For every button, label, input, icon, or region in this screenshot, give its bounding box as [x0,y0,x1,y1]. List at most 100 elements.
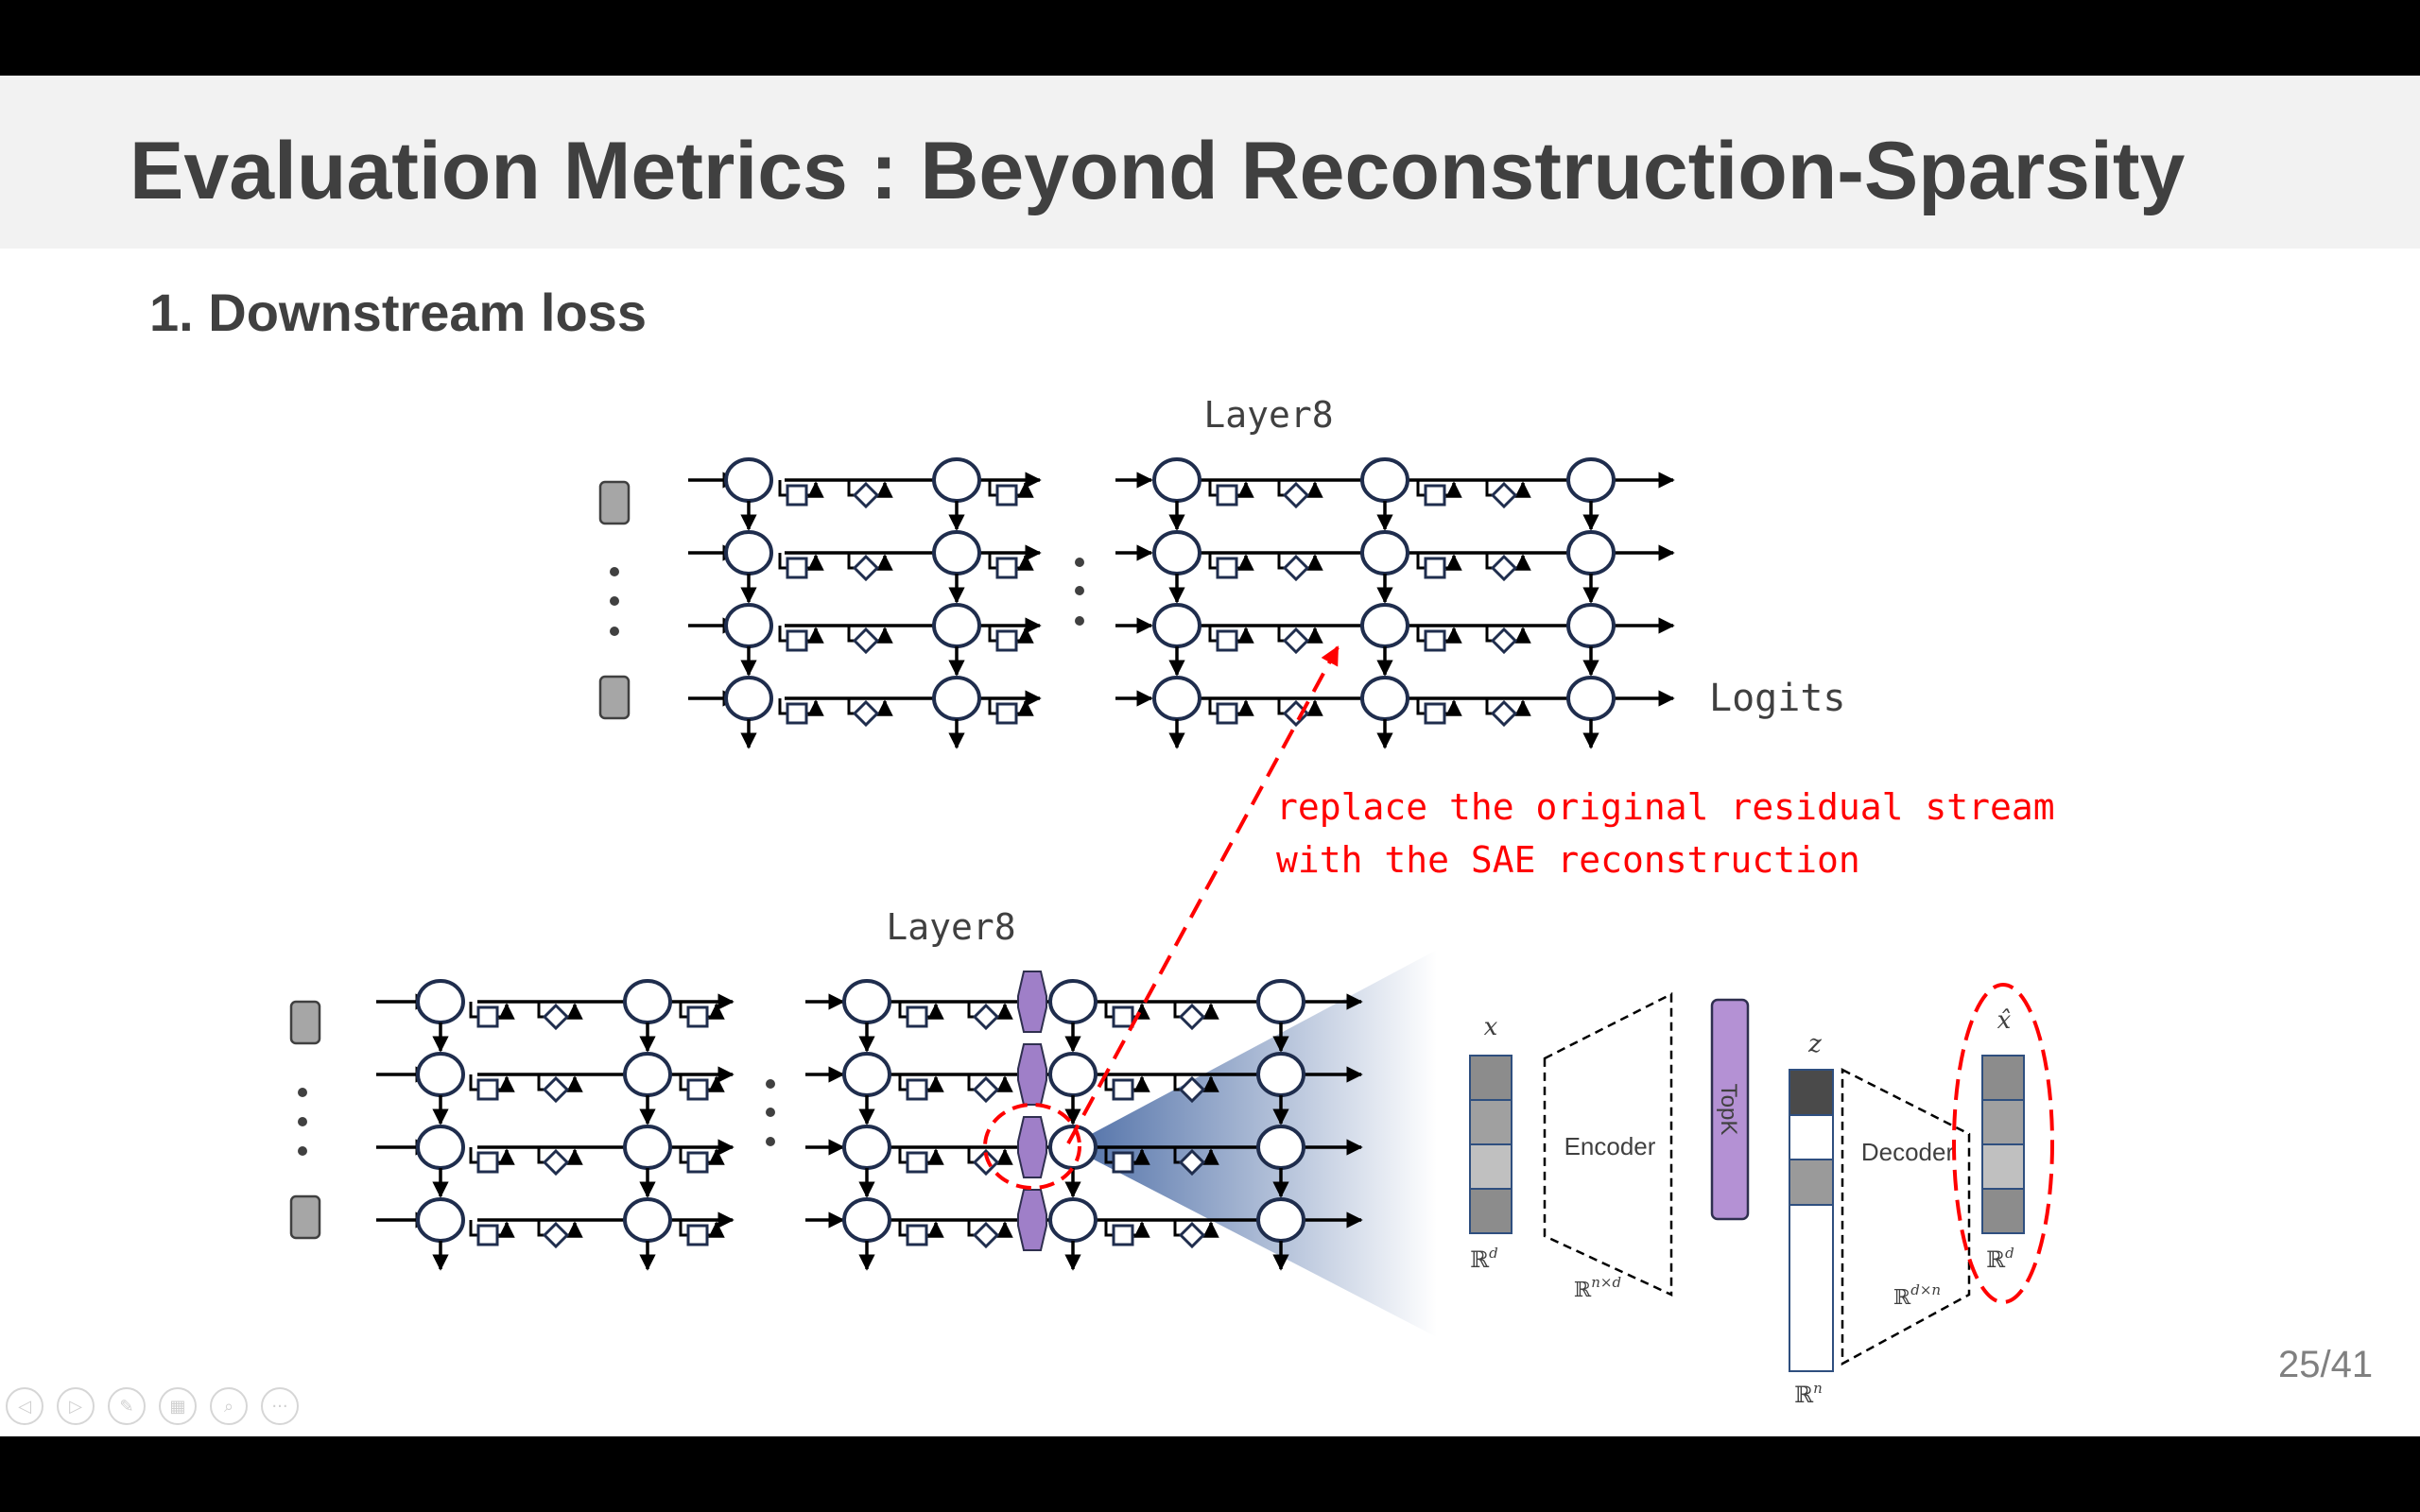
mlp-block [786,629,808,652]
mlp-block [686,1005,709,1028]
attention-block [852,627,880,655]
residual-node [932,530,981,576]
section-heading: 1. Downstream loss [149,283,647,342]
token-embedding [598,480,631,525]
residual-node [1566,603,1616,648]
token-embedding [289,1194,321,1240]
pen-icon[interactable]: ✎ [108,1387,146,1425]
decoder-label: Decoder [1861,1138,1955,1166]
ellipsis-dot [298,1117,307,1126]
residual-node [842,1125,891,1170]
mlp-block [786,702,808,725]
residual-node [1360,457,1409,503]
attention-block [542,1148,570,1177]
mlp-block [906,1224,928,1246]
top-layer-label: Layer8 [1203,394,1333,436]
slides-grid-icon[interactable]: ▦ [159,1387,197,1425]
attention-block [1178,1148,1206,1177]
attention-block [1282,554,1310,582]
residual-node [1256,979,1305,1024]
mlp-block [476,1224,499,1246]
mlp-block [786,484,808,507]
residual-node [724,457,773,503]
attention-block [972,1148,1000,1177]
decoder-space-label: ℝd×n [1893,1281,1941,1310]
replace-arrow [1066,645,1340,1144]
letterbox-top [0,0,2420,76]
attention-block [1282,481,1310,509]
logits-label: Logits [1709,677,1846,720]
sae-insertion-marker [1017,1043,1047,1106]
residual-node [1566,530,1616,576]
residual-node [1152,603,1201,648]
letterbox-bottom [0,1436,2420,1512]
ellipsis-dot [1075,616,1084,626]
mlp-block [1424,484,1446,507]
residual-node [1360,530,1409,576]
mlp-block [686,1224,709,1246]
residual-node [842,979,891,1024]
z-active-cell [1789,1159,1834,1206]
residual-node [1256,1197,1305,1243]
x-cell [1469,1143,1512,1190]
residual-node [932,676,981,721]
residual-node [1048,979,1098,1024]
mlp-block [906,1151,928,1174]
mlp-block [786,557,808,579]
prev-slide-icon[interactable]: ◁ [6,1387,43,1425]
ellipsis-dot [766,1079,775,1089]
bottom-layer-label: Layer8 [886,906,1015,948]
encoder-space-label: ℝn×d [1574,1274,1621,1302]
sae-panel: x ℝd Encoder ℝn×d TopK z ℝn Decoder ℝd×n [1469,983,2054,1408]
annotation-line-1: replace the original residual stream [1276,786,2055,828]
z-active-cell [1789,1069,1834,1116]
mlp-block [995,629,1018,652]
residual-node [1256,1052,1305,1097]
attention-block [1282,627,1310,655]
ellipsis-dot [610,596,619,606]
page-number: 25/41 [2278,1344,2374,1385]
residual-node [1152,457,1201,503]
slideshow-controls: ◁ ▷ ✎ ▦ ⌕ ··· [6,1387,299,1425]
mlp-block [686,1078,709,1101]
attention-block [1178,1221,1206,1249]
encoder-block [1543,991,1673,1297]
residual-node [1152,530,1201,576]
mlp-block [1216,702,1238,725]
residual-node [1048,1197,1098,1243]
z-vector [1789,1069,1834,1372]
residual-node [842,1052,891,1097]
z-label: z [1807,1030,1822,1058]
mlp-block [1112,1151,1134,1174]
slide: Evaluation Metrics : Beyond Reconstructi… [0,76,2420,1436]
token-embedding [289,1000,321,1045]
residual-node [1360,676,1409,721]
token-embedding [598,675,631,720]
x-space-label: ℝd [1470,1245,1498,1273]
mlp-block [1112,1224,1134,1246]
xhat-cell [1981,1055,2025,1101]
attention-block [1490,627,1518,655]
residual-node [416,1125,465,1170]
attention-block [852,699,880,728]
attention-block [852,554,880,582]
topk-block [1710,998,1750,1221]
attention-block [972,1003,1000,1031]
mlp-block [1424,629,1446,652]
xhat-label: x̂ [1997,1006,2012,1035]
next-slide-icon[interactable]: ▷ [57,1387,95,1425]
attention-block [972,1221,1000,1249]
decoder-block [1841,1067,1971,1366]
xhat-space-label: ℝd [1986,1245,2014,1273]
ellipsis-dot [1075,586,1084,595]
zoom-icon[interactable]: ⌕ [210,1387,248,1425]
attention-block [1490,699,1518,728]
x-cell [1469,1055,1512,1101]
ellipsis-dot [298,1146,307,1156]
mlp-block [1216,484,1238,507]
mlp-block [1112,1078,1134,1101]
residual-node [416,1197,465,1243]
more-options-icon[interactable]: ··· [261,1387,299,1425]
attention-block [1178,1075,1206,1104]
slide-title: Evaluation Metrics : Beyond Reconstructi… [130,126,2186,216]
